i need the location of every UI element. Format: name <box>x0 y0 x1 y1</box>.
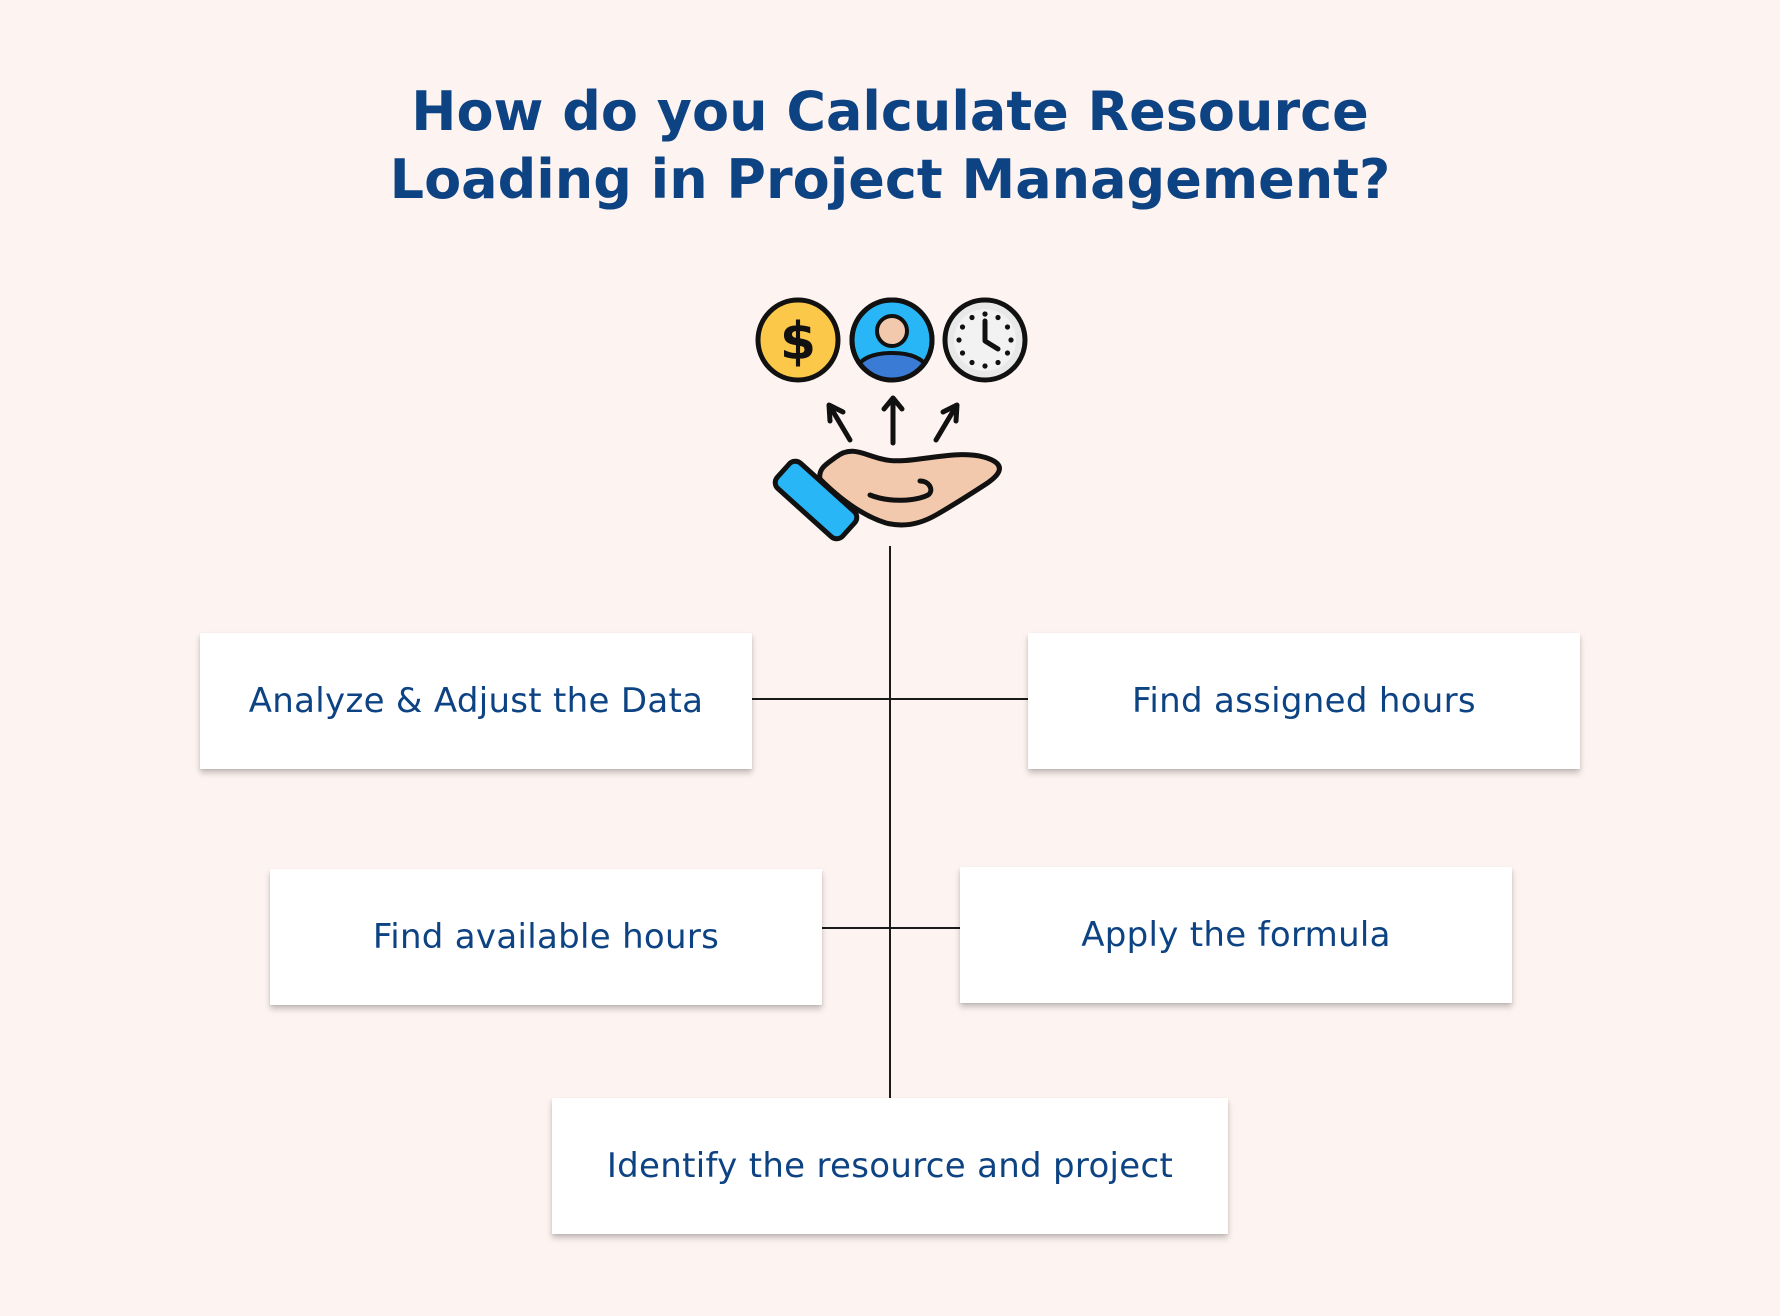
step-find-available-hours: Find available hours <box>270 869 822 1005</box>
step-find-assigned-hours: Find assigned hours <box>1028 633 1580 769</box>
step-analyze-adjust: Analyze & Adjust the Data <box>200 633 752 769</box>
person-icon <box>849 297 935 383</box>
trunk-line <box>889 546 891 1098</box>
step-apply-formula: Apply the formula <box>960 867 1512 1003</box>
connector-middle <box>822 927 960 929</box>
step-label: Analyze & Adjust the Data <box>248 681 704 721</box>
title-line-1: How do you Calculate Resource <box>411 80 1369 143</box>
up-arrows-icon <box>826 395 960 446</box>
dollar-coin-icon: $ <box>755 297 841 383</box>
svg-text:$: $ <box>780 312 816 372</box>
step-label: Find available hours <box>372 917 720 957</box>
open-hand-icon <box>772 448 1002 542</box>
resource-hand-illustration: $ <box>755 297 1028 542</box>
connector-top <box>752 698 1029 700</box>
step-label: Find assigned hours <box>1132 681 1476 721</box>
step-label: Identify the resource and project <box>606 1146 1174 1186</box>
clock-icon <box>942 297 1028 383</box>
title-line-2: Loading in Project Management? <box>389 148 1391 211</box>
page-title: How do you Calculate Resource Loading in… <box>0 78 1780 214</box>
step-identify-resource-project: Identify the resource and project <box>552 1098 1228 1234</box>
step-label: Apply the formula <box>1081 915 1391 955</box>
